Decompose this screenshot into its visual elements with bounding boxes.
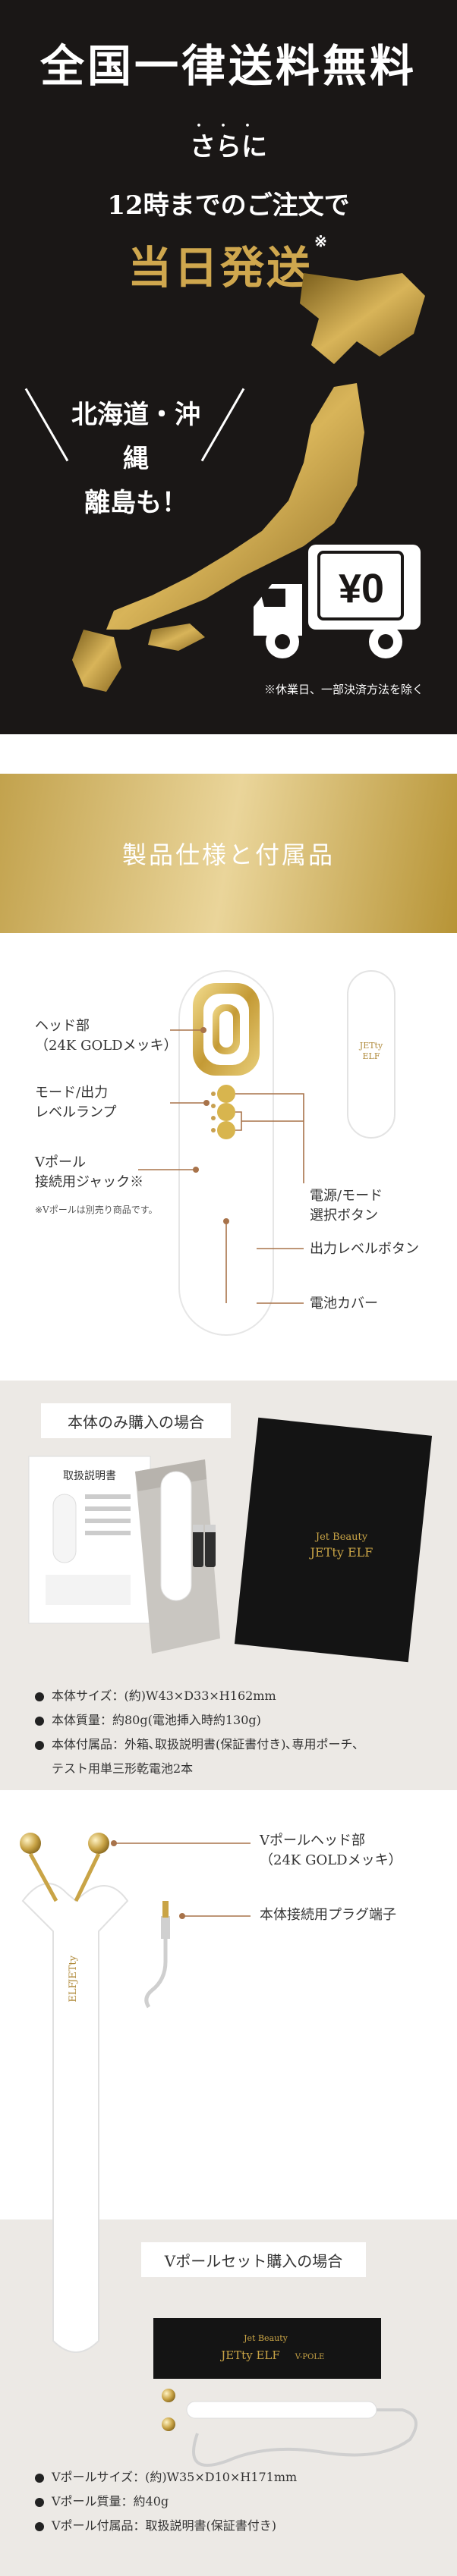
price-text: ¥0 bbox=[339, 566, 384, 611]
body-only-section: 取扱説明書 Jet Beauty JETty ELF 本体のみ購入の場合 本体サ… bbox=[0, 1381, 457, 1790]
parts-diagram: JETty ELF ヘッド部（24K GOLDメッキ） モード/出力レベルランプ… bbox=[0, 933, 457, 1358]
battery-cover-label: 電池カバー bbox=[310, 1296, 378, 1312]
free-shipping-headline: 全国一律送料無料 bbox=[39, 40, 417, 92]
vpole-section: JETty ELF Jet Beauty JETty ELF V-POLE Vポ… bbox=[0, 1817, 457, 2576]
level-down-button bbox=[217, 1121, 235, 1139]
shipping-banner: 全国一律送料無料 ・・・ さらに 12時までのご注文で 当日発送※ 北海道・沖縄… bbox=[0, 0, 457, 734]
svg-text:JETty: JETty bbox=[68, 1955, 79, 1984]
spec-section-title: 製品仕様と付属品 bbox=[121, 840, 335, 869]
spec-section-banner: 製品仕様と付属品 bbox=[0, 774, 457, 933]
power-button bbox=[217, 1085, 235, 1103]
vpole-jack-label: Vポール接続用ジャック※ bbox=[35, 1154, 144, 1190]
vpole-graphic: JETty ELF Jet Beauty JETty ELF V-POLE bbox=[20, 1833, 418, 2468]
device-side-view bbox=[347, 970, 396, 1139]
svg-text:JETty ELF: JETty ELF bbox=[219, 2348, 280, 2362]
vpole-spec-accessories: Vポール付属品：取扱説明書(保証書付き) bbox=[35, 2514, 297, 2538]
svg-text:取扱説明書: 取扱説明書 bbox=[63, 1470, 116, 1482]
parts-diagram-graphic: JETty ELF bbox=[138, 970, 396, 1336]
spec-size: 本体サイズ：(約)W43×D33×H162mm bbox=[35, 1684, 359, 1708]
plug-label: 本体接続用プラグ端子 bbox=[260, 1907, 396, 1923]
vpole-lying-image bbox=[186, 2401, 377, 2419]
svg-text:V-POLE: V-POLE bbox=[295, 2353, 325, 2361]
svg-text:ELF: ELF bbox=[363, 1051, 380, 1061]
spec-accessories-cont: テスト用単三形乾電池2本 bbox=[52, 1761, 194, 1776]
body-only-specs: 本体サイズ：(約)W43×D33×H162mm 本体質量：約80g(電池挿入時約… bbox=[35, 1684, 359, 1781]
vpole-specs: Vポールサイズ：(約)W35×D10×H171mm Vポール質量：約40g Vポ… bbox=[35, 2465, 297, 2538]
vpole-head-label: Vポールヘッド部（24K GOLDメッキ） bbox=[260, 1833, 402, 1868]
vpole-set-title: Vポールセット購入の場合 bbox=[141, 2242, 366, 2277]
spec-weight: 本体質量：約80g(電池挿入時約130g) bbox=[35, 1708, 359, 1733]
vpole-spec-weight: Vポール質量：約40g bbox=[35, 2490, 297, 2514]
svg-text:JETty: JETty bbox=[359, 1041, 383, 1051]
sarani-text: さらに bbox=[190, 132, 267, 162]
body-only-products: 取扱説明書 Jet Beauty JETty ELF bbox=[28, 1417, 433, 1663]
body-only-title: 本体のみ購入の場合 bbox=[41, 1403, 231, 1438]
shipping-note: ※休業日、一部決済方法を除く bbox=[263, 683, 424, 696]
vpole-spec-size: Vポールサイズ：(約)W35×D10×H171mm bbox=[35, 2465, 297, 2490]
device-image bbox=[160, 1471, 192, 1601]
spec-accessories: 本体付属品：外箱､取扱説明書(保証書付き)､専用ポーチ､ bbox=[35, 1733, 359, 1757]
vpole-device bbox=[21, 1883, 129, 2353]
plug-image bbox=[144, 1934, 168, 2009]
vpole-ball-right bbox=[88, 1833, 109, 1854]
same-day-shipping-text: 当日発送※ bbox=[128, 232, 329, 294]
power-button-label: 電源/モード選択ボタン bbox=[310, 1188, 383, 1224]
head-label: ヘッド部（24K GOLDメッキ） bbox=[35, 1018, 178, 1054]
level-button-label: 出力レベルボタン bbox=[310, 1241, 419, 1257]
vpole-jack-note: ※Vポールは別売り商品です。 bbox=[35, 1205, 158, 1215]
battery-image bbox=[193, 1525, 203, 1567]
emphasis-dots: ・・・ bbox=[192, 118, 265, 134]
svg-text:Jet Beauty: Jet Beauty bbox=[243, 2333, 288, 2343]
svg-text:Jet Beauty: Jet Beauty bbox=[314, 1531, 368, 1543]
japan-map-icon bbox=[72, 273, 425, 692]
svg-text:JETty ELF: JETty ELF bbox=[309, 1545, 373, 1560]
mode-lamp-label: モード/出力レベルランプ bbox=[35, 1085, 117, 1120]
level-up-button bbox=[217, 1103, 235, 1121]
vpole-ball-left bbox=[20, 1833, 41, 1854]
outer-box-image bbox=[234, 1417, 433, 1663]
svg-text:ELF: ELF bbox=[68, 1981, 79, 2002]
delivery-truck-icon: ¥0 bbox=[254, 545, 421, 658]
order-deadline-text: 12時までのご注文で bbox=[107, 190, 350, 221]
islands-text: 北海道・沖縄 離島も！ bbox=[71, 400, 200, 518]
